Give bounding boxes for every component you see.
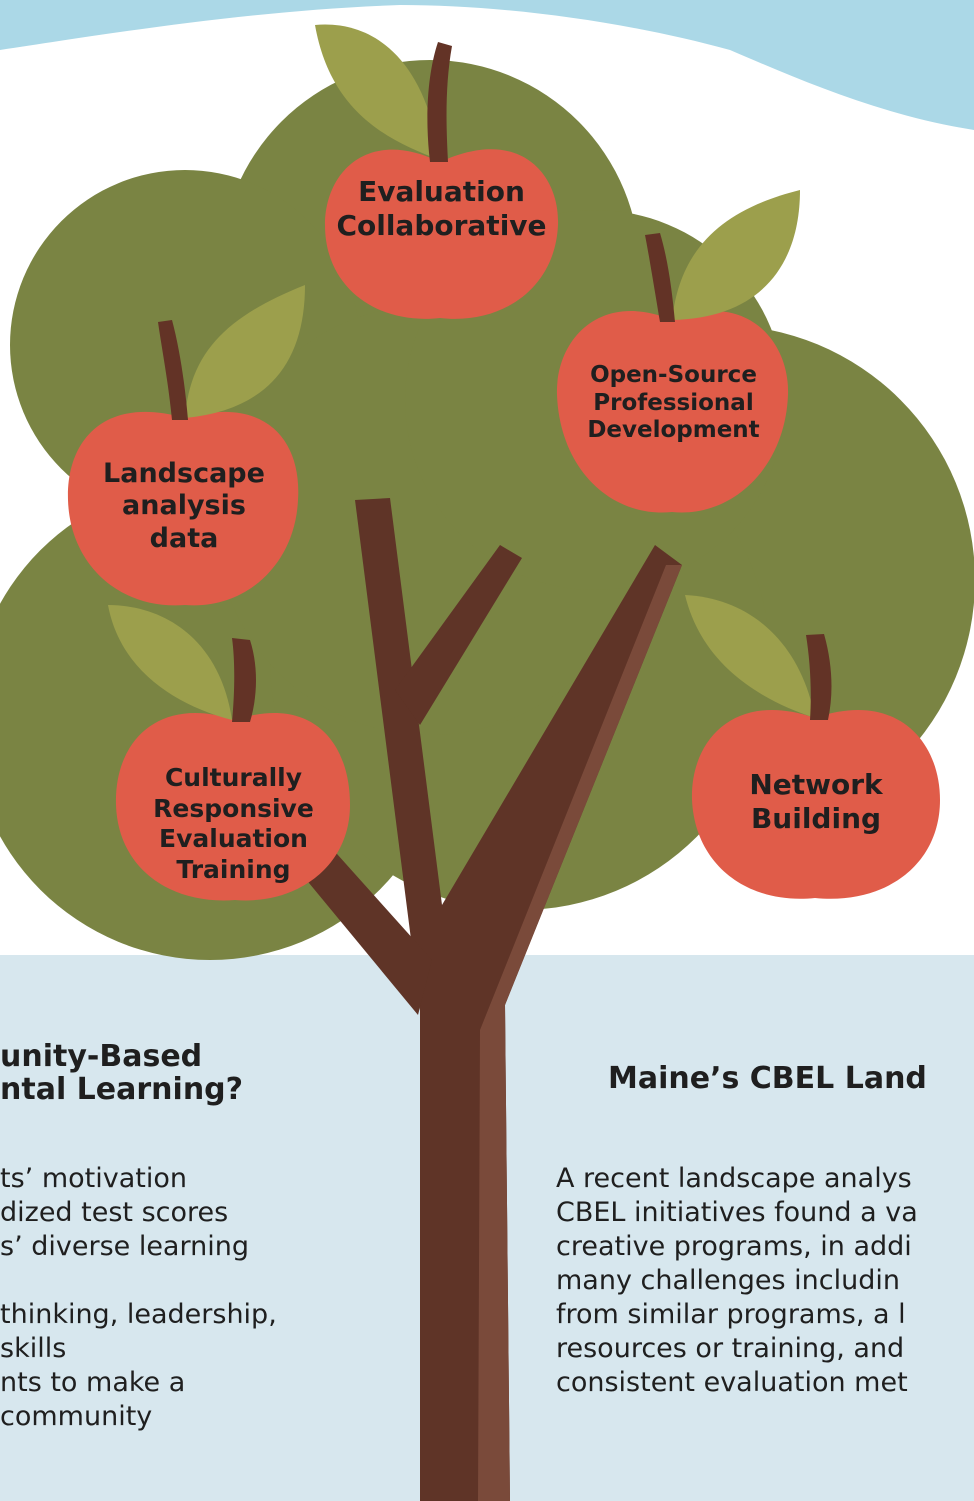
- apple-label-culturally-responsive-evaluation-training: Culturally Responsive Evaluation Trainin…: [153, 763, 314, 884]
- left-panel-title-line-1: unity-Based: [0, 1040, 203, 1074]
- left-panel-title-line-2: ntal Learning?: [0, 1072, 244, 1106]
- apple-evaluation-collaborative: [315, 24, 559, 319]
- left-info-panel-bg: [0, 955, 430, 1501]
- right-body-line-3: creative programs, in addi: [556, 1231, 912, 1262]
- benefit-line-3: s’ diverse learning: [0, 1231, 249, 1262]
- benefit-line-6: skills: [0, 1333, 67, 1364]
- apple-landscape-analysis-data: [67, 285, 305, 606]
- benefit-line-1: ts’ motivation: [0, 1163, 187, 1194]
- right-body-line-6: resources or training, and: [556, 1333, 905, 1364]
- apple-label-landscape-analysis-data: Landscape analysis data: [103, 458, 265, 554]
- benefit-line-2: dized test scores: [0, 1197, 229, 1228]
- benefit-line-4: [0, 1264, 420, 1298]
- right-body-line-1: A recent landscape analys: [556, 1163, 912, 1194]
- right-panel-title: Maine’s CBEL Land: [608, 1062, 927, 1095]
- benefit-line-8: community: [0, 1401, 153, 1432]
- right-panel-body: A recent landscape analys CBEL initiativ…: [556, 1162, 974, 1400]
- right-body-line-5: from similar programs, a l: [556, 1299, 906, 1330]
- apple-label-open-source-professional-development: Open-Source Professional Development: [587, 362, 760, 444]
- apple-label-evaluation-collaborative: Evaluation Collaborative: [336, 175, 547, 242]
- right-body-line-7: consistent evaluation met: [556, 1367, 908, 1398]
- benefit-line-5: thinking, leadership,: [0, 1299, 277, 1330]
- apple-network-building: [685, 595, 940, 899]
- left-panel-benefits: ts’ motivation dized test scores s’ dive…: [0, 1162, 420, 1434]
- apple-label-network-building: Network Building: [749, 768, 883, 835]
- apple-culturally-responsive-evaluation-training: [108, 605, 351, 901]
- apple-open-source-professional-development: [556, 190, 800, 513]
- sky-background: [0, 0, 974, 130]
- benefit-line-7: nts to make a: [0, 1367, 186, 1398]
- right-body-line-2: CBEL initiatives found a va: [556, 1197, 918, 1228]
- right-info-panel-bg: [500, 955, 974, 1501]
- left-panel-title: unity-Based ntal Learning?: [0, 1040, 420, 1106]
- tree-trunk-highlight: [478, 565, 682, 1501]
- right-body-line-4: many challenges includin: [556, 1265, 900, 1296]
